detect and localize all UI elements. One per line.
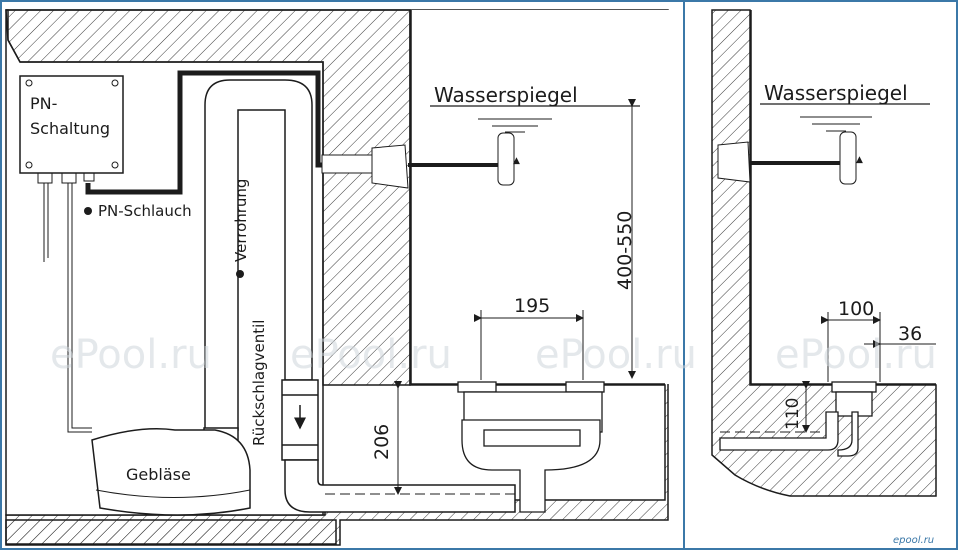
dim-206: 206 bbox=[371, 424, 393, 460]
dim-100: 100 bbox=[838, 298, 874, 320]
pn-schlauch-hose bbox=[85, 70, 370, 195]
site-logo: epool.ru bbox=[893, 535, 934, 546]
dim-400-550: 400-550 bbox=[614, 211, 636, 290]
pn-schaltung-label-2: Schaltung bbox=[30, 119, 110, 138]
pn-schlauch-label: PN-Schlauch bbox=[98, 202, 192, 220]
wasserspiegel-left-label: Wasserspiegel bbox=[434, 83, 578, 107]
watermark-2: ePool.ru bbox=[290, 332, 452, 378]
left-floor-slab bbox=[5, 519, 337, 545]
pn-schaltung-box bbox=[19, 75, 124, 174]
watermark-4: ePool.ru bbox=[775, 332, 937, 378]
dim-195: 195 bbox=[514, 295, 550, 317]
svg-text:▲: ▲ bbox=[513, 156, 520, 166]
geblaese-body bbox=[91, 428, 251, 516]
rueckschlagventil-label: Rückschlagventil bbox=[250, 320, 268, 446]
left-ceiling bbox=[5, 9, 411, 386]
pn-schaltung-label-1: PN- bbox=[30, 94, 57, 113]
dim-110: 110 bbox=[783, 398, 803, 430]
svg-text:▲: ▲ bbox=[856, 155, 863, 165]
watermark-3: ePool.ru bbox=[535, 332, 697, 378]
dim-36: 36 bbox=[898, 323, 922, 345]
wasserspiegel-right-label: Wasserspiegel bbox=[764, 81, 908, 105]
right-main-drain bbox=[719, 381, 877, 457]
watermark-1: ePool.ru bbox=[50, 332, 212, 378]
verrohrung-label: Verrohrung bbox=[232, 179, 250, 262]
geblaese-label: Gebläse bbox=[126, 465, 191, 484]
left-main-drain bbox=[457, 381, 605, 513]
left-pool-water bbox=[411, 10, 683, 384]
